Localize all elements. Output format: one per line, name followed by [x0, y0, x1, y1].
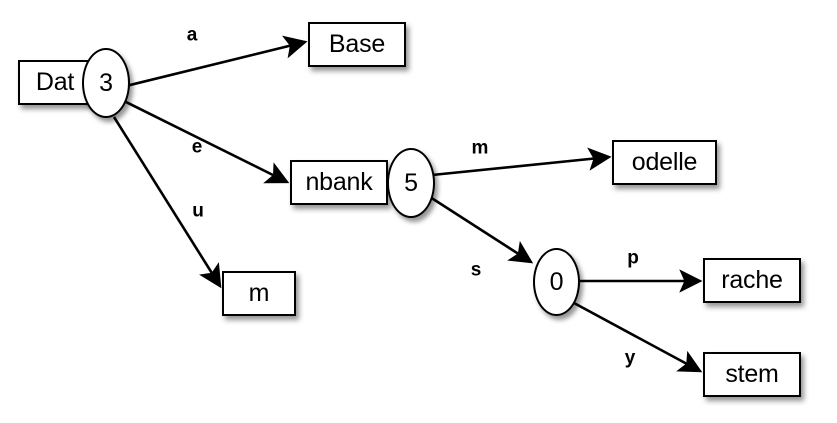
- node-odelle[interactable]: odelle: [612, 140, 717, 185]
- node-label: 3: [99, 68, 113, 97]
- node-n5[interactable]: 5: [387, 148, 435, 218]
- node-stem[interactable]: stem: [703, 352, 801, 397]
- edge-m-n5-to-odelle[interactable]: [431, 147, 612, 177]
- node-label: Dat: [35, 68, 75, 96]
- edge-u-n3-to-m_box[interactable]: [112, 116, 222, 289]
- edge-label-e-a: a: [186, 24, 198, 46]
- node-base[interactable]: Base: [308, 22, 406, 67]
- node-dat[interactable]: Dat: [18, 60, 92, 105]
- edge-a-n3-to-base[interactable]: [125, 35, 308, 88]
- node-label: odelle: [631, 148, 698, 176]
- edge-label-e-m: m: [471, 137, 489, 159]
- node-rache[interactable]: rache: [703, 258, 801, 303]
- edge-y-n0-to-stem[interactable]: [573, 301, 703, 373]
- node-label: m: [248, 279, 270, 307]
- node-label: nbank: [305, 168, 373, 196]
- node-m_box[interactable]: m: [222, 271, 296, 316]
- edge-label-e-y: y: [624, 347, 636, 369]
- node-label: Base: [328, 30, 386, 58]
- node-n0[interactable]: 0: [533, 248, 580, 316]
- edge-label-e-p: p: [627, 247, 639, 269]
- node-label: 5: [404, 168, 418, 197]
- node-n3[interactable]: 3: [82, 48, 130, 118]
- edge-label-e-u: u: [192, 200, 204, 222]
- edge-label-e-e: e: [191, 136, 203, 158]
- node-label: rache: [721, 266, 783, 294]
- node-label: 0: [549, 267, 564, 296]
- node-nbank[interactable]: nbank: [290, 160, 388, 205]
- edge-s-n5-to-n0[interactable]: [429, 195, 534, 264]
- node-label: stem: [725, 360, 779, 388]
- edge-e-n3-to-nbank[interactable]: [125, 100, 290, 184]
- edge-label-e-s: s: [470, 259, 482, 281]
